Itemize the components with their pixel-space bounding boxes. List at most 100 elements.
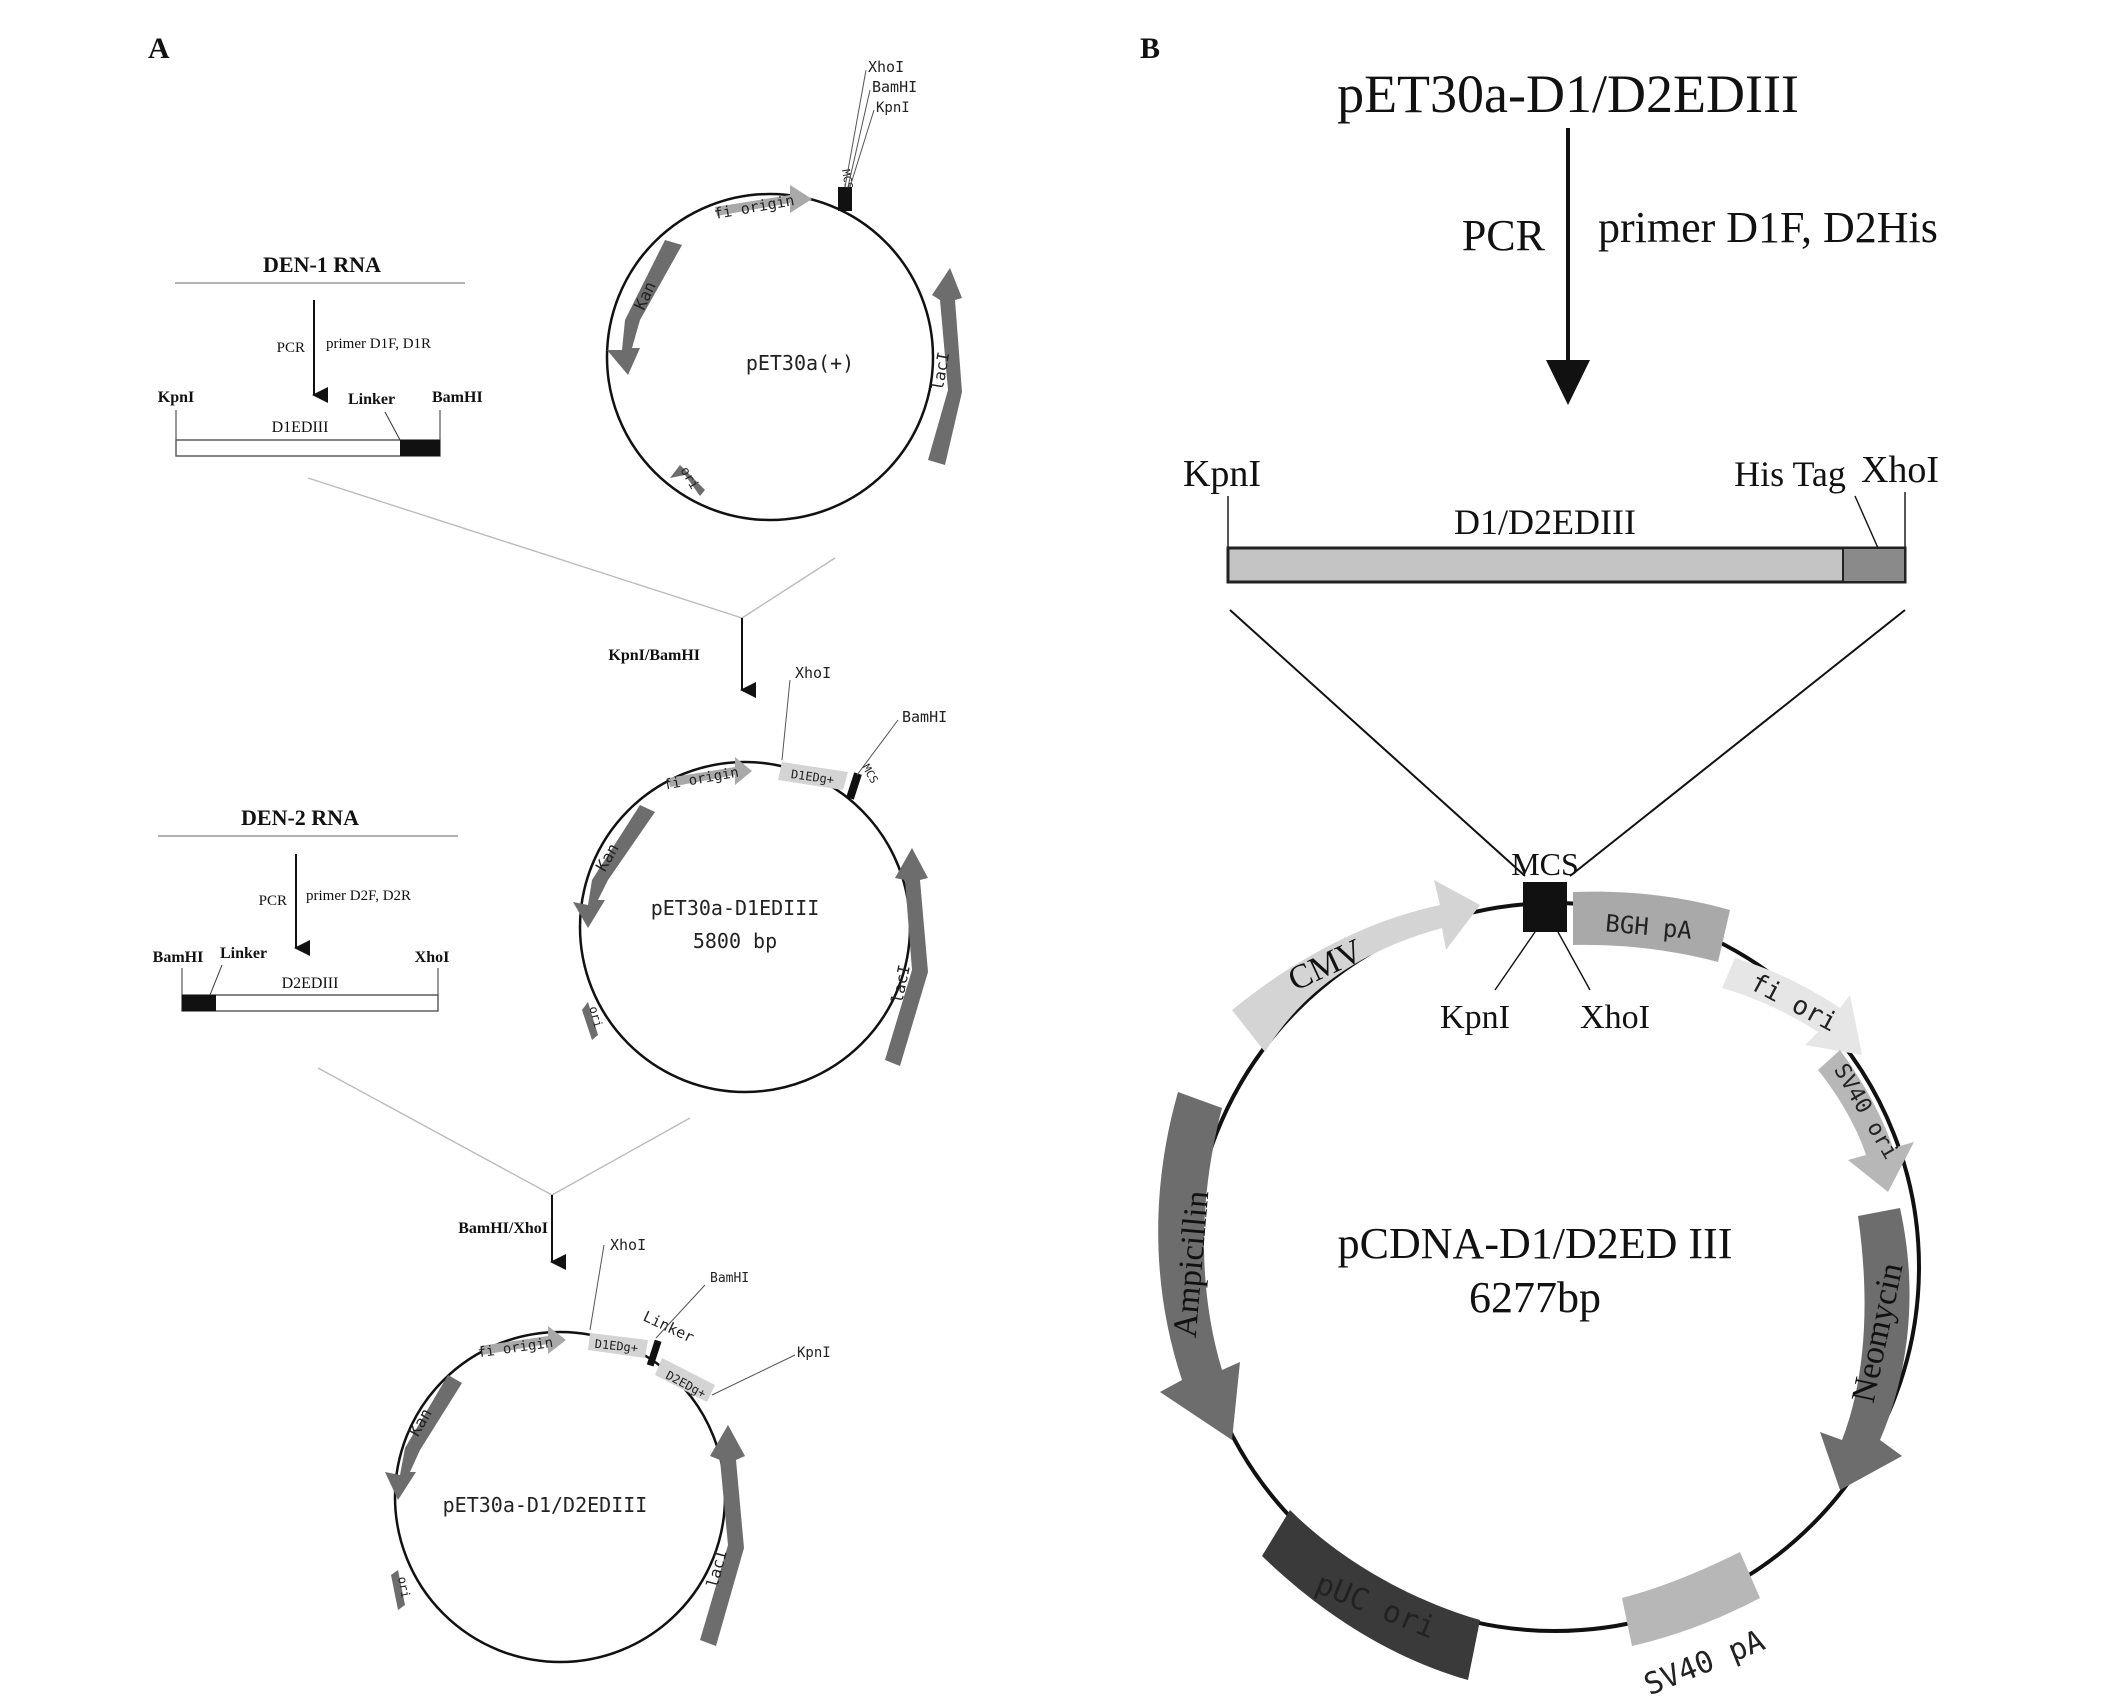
den2-linker-label: Linker: [220, 945, 267, 962]
kpni-leader: [849, 109, 875, 188]
linker-block-3: [646, 1339, 662, 1367]
converge-line-1a: [307, 477, 743, 619]
insert-d1-label: D1EDg+: [790, 767, 835, 787]
den1-linker-tick: [384, 411, 401, 441]
plasmid-pet30a-d1ediii-name: pET30a-D1EDIII: [651, 896, 820, 920]
xhoi-leader-pcdna: [1557, 931, 1591, 991]
panel-b-pcr-arrow-head: [1546, 360, 1590, 405]
den1-insert-label: D1EDIII: [272, 419, 329, 436]
kan-feature: [607, 240, 682, 375]
xhoi-site-label-2: XhoI: [795, 664, 831, 682]
digest2-label: BamHI/XhoI: [458, 1220, 548, 1237]
panel-b-his-tag: His Tag: [1734, 454, 1846, 494]
cmv-label: CMV: [1283, 932, 1369, 998]
plasmid-pet30a: fi origin Kan lacI ori MCS XhoI BamHI Kp…: [605, 58, 962, 522]
plasmid-pcdna-size: 6277bp: [1469, 1273, 1601, 1322]
panel-b-primer-label: primer D1F, D2His: [1598, 203, 1938, 252]
insert-d1-feature-3: [588, 1333, 648, 1358]
panel-a-label: A: [148, 32, 170, 65]
digest1-label: KpnI/BamHI: [608, 647, 700, 664]
bamhi-leader: [847, 89, 871, 188]
xhoi-site-label-pcdna: XhoI: [1580, 999, 1650, 1036]
plasmid-pet30a-d1ediii: fi origin D1EDg+ MCS XhoI BamHI Kan lacI…: [573, 664, 947, 1094]
kpni-site-label: KpnI: [876, 100, 910, 116]
fi-origin-feature-2: [668, 757, 752, 787]
plasmid-pet30a-d1d2ediii-name: pET30a-D1/D2EDIII: [443, 1493, 648, 1517]
ampicillin-feature: [1158, 1092, 1240, 1440]
den1-left-site: KpnI: [158, 389, 194, 406]
kpni-site-label-3: KpnI: [797, 1345, 831, 1361]
linker-label-3: Linker: [640, 1307, 697, 1346]
xhoi-leader-3: [589, 1244, 605, 1331]
xhoi-leader-2: [781, 679, 791, 761]
ori-label-3: ori: [395, 1575, 413, 1599]
fi-ori-feature: [1722, 958, 1862, 1055]
insert-d1-label-3: D1EDg+: [594, 1337, 639, 1355]
den1-primer-label: primer D1F, D1R: [326, 336, 431, 352]
plasmid-pet30a-ring: [605, 192, 935, 522]
plasmid-pet30a-d1d2ediii: fi origin D1EDg+ D2EDg+ Linker XhoI BamH…: [385, 1236, 831, 1664]
xhoi-leader: [844, 69, 867, 188]
fi-origin-feature: [715, 185, 812, 216]
fi-ori-label: fi ori: [1745, 968, 1842, 1039]
panel-b-template: pET30a-D1/D2EDIII: [1337, 64, 1799, 124]
laci-feature-2: [885, 848, 928, 1066]
fi-origin-feature-3: [480, 1326, 566, 1355]
xhoi-site-label: XhoI: [868, 58, 904, 76]
bamhi-site-label: BamHI: [872, 78, 917, 96]
den1-linker-label: Linker: [348, 391, 395, 408]
panel-b-insert-bar: [1226, 546, 1907, 584]
bamhi-leader-3: [655, 1284, 706, 1339]
den2-pcr-label: PCR: [259, 893, 287, 909]
neomycin-feature: [1820, 1208, 1910, 1490]
kan-feature-2: [573, 805, 655, 928]
bamhi-site-label-2: BamHI: [902, 708, 947, 726]
mcs-block-2: [846, 772, 862, 800]
den2-right-site: XhoI: [415, 949, 450, 966]
den1-construct: DEN-1 RNA PCR primer D1F, D1R KpnI Linke…: [158, 252, 483, 457]
panel-b-pcr-label: PCR: [1462, 211, 1546, 260]
panel-b-label: B: [1140, 32, 1160, 65]
mcs-label-pcdna: MCS: [1511, 846, 1579, 882]
puc-ori-feature: [1262, 1510, 1480, 1680]
plasmid-pet30a-name: pET30a(+): [746, 351, 854, 375]
den1-linker-block: [400, 440, 440, 456]
mcs-block-pcdna: [1523, 882, 1567, 932]
den2-linker-block: [182, 995, 216, 1011]
laci-feature: [928, 268, 962, 465]
panel-b-insert-label: D1/D2EDIII: [1454, 502, 1636, 542]
den1-pcr-label: PCR: [277, 340, 305, 356]
den2-primer-label: primer D2F, D2R: [306, 888, 411, 904]
insert-d2-feature-3: [655, 1358, 715, 1402]
plasmid-pet30a-d1ediii-ring: [578, 760, 912, 1094]
den2-left-site: BamHI: [153, 949, 204, 966]
bamhi-site-label-3: BamHI: [710, 1271, 749, 1286]
cmv-feature: [1232, 880, 1480, 1052]
mcs-block: [838, 187, 852, 211]
plasmid-pet30a-d1ediii-size: 5800 bp: [693, 929, 777, 953]
panel-b-his-tag-block: [1842, 547, 1906, 583]
den2-construct: DEN-2 RNA PCR primer D2F, D2R BamHI Link…: [153, 805, 458, 1012]
ori-feature-3: [391, 1570, 405, 1610]
kpni-leader-3: [711, 1354, 796, 1396]
converge-line-1b: [741, 557, 836, 619]
den2-linker-tick: [209, 964, 223, 996]
panel-b-left-site: KpnI: [1183, 453, 1261, 495]
converge-line-2a: [317, 1067, 553, 1196]
den1-title: DEN-1 RNA: [263, 252, 381, 277]
den2-insert-bar: [181, 994, 439, 1012]
ori-feature-2: [582, 1002, 598, 1040]
kpni-site-label-pcdna: KpnI: [1440, 999, 1510, 1036]
kpni-leader-pcdna: [1494, 931, 1536, 991]
den1-right-site: BamHI: [432, 389, 483, 406]
ori-feature: [670, 465, 705, 496]
plasmid-pcdna-name: pCDNA-D1/D2ED III: [1338, 1219, 1733, 1268]
panel-b-his-tick: [1854, 495, 1879, 549]
panel-b-converge-right: [1569, 609, 1906, 877]
ori-label-2: ori: [586, 1005, 605, 1030]
panel-b-converge-left: [1229, 609, 1526, 877]
laci-feature-3: [700, 1425, 745, 1646]
sv40-pa-feature: [1622, 1552, 1760, 1646]
plasmid-pcdna: CMV MCS KpnI XhoI BGH pA fi ori SV40 ori…: [1158, 846, 1921, 1703]
